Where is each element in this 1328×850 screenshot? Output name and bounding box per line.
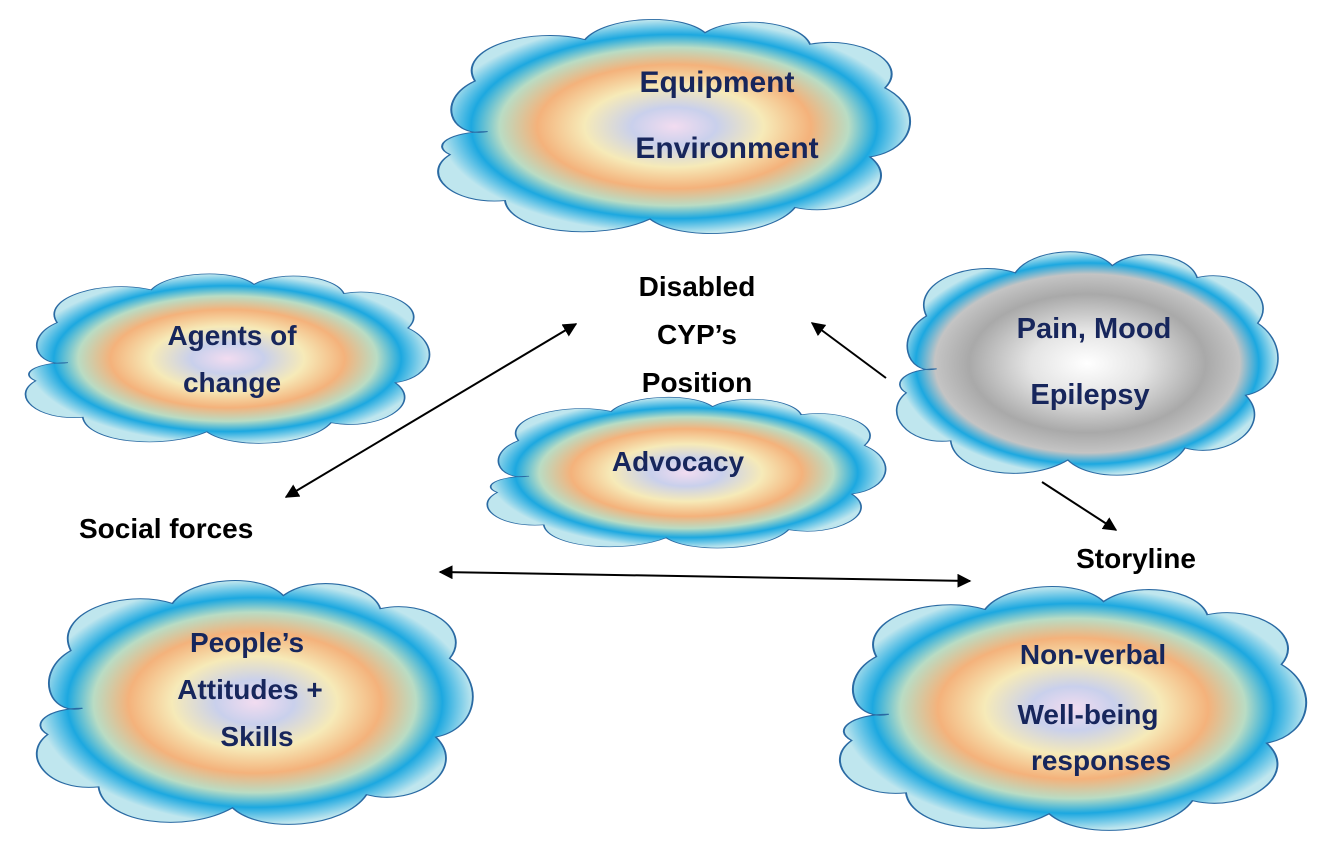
cloud-pain-label: Pain, Mood	[1017, 313, 1172, 345]
cloud-agents-label-line1: Agents of	[167, 320, 297, 351]
cloud-advocacy-label: Advocacy	[612, 446, 745, 477]
cloud-people-label-line3: Skills	[220, 721, 293, 752]
cloud-agents-of-change	[26, 274, 430, 443]
cloud-pain-mood-epilepsy	[897, 252, 1278, 475]
cloud-nonverbal-label: Non-verbal	[1020, 639, 1166, 670]
cloud-agents-label-line2: change	[183, 367, 281, 398]
social-forces-label: Social forces	[79, 513, 253, 544]
center-label-line2: CYP’s	[657, 319, 737, 350]
cloud-environment-label: Environment	[635, 132, 818, 165]
cloud-people-label-line2: Attitudes +	[177, 674, 322, 705]
cloud-equipment-label: Equipment	[640, 66, 795, 99]
center-label-line3: Position	[642, 367, 752, 398]
cloud-epilepsy-label: Epilepsy	[1030, 379, 1149, 411]
cloud-equipment-environment	[438, 19, 910, 233]
arrow-pain-to-storyline	[1041, 481, 1118, 531]
cloud-responses-label: responses	[1031, 745, 1171, 776]
storyline-label: Storyline	[1076, 543, 1196, 574]
center-label-line1: Disabled	[639, 271, 756, 302]
arrow-people-to-nonverbal	[438, 565, 972, 588]
cloud-people-label-line1: People’s	[190, 627, 304, 658]
cloud-wellbeing-label: Well-being	[1017, 699, 1158, 730]
arrow-pain-to-position	[810, 322, 887, 379]
arrow-social-forces-to-position	[284, 323, 578, 498]
